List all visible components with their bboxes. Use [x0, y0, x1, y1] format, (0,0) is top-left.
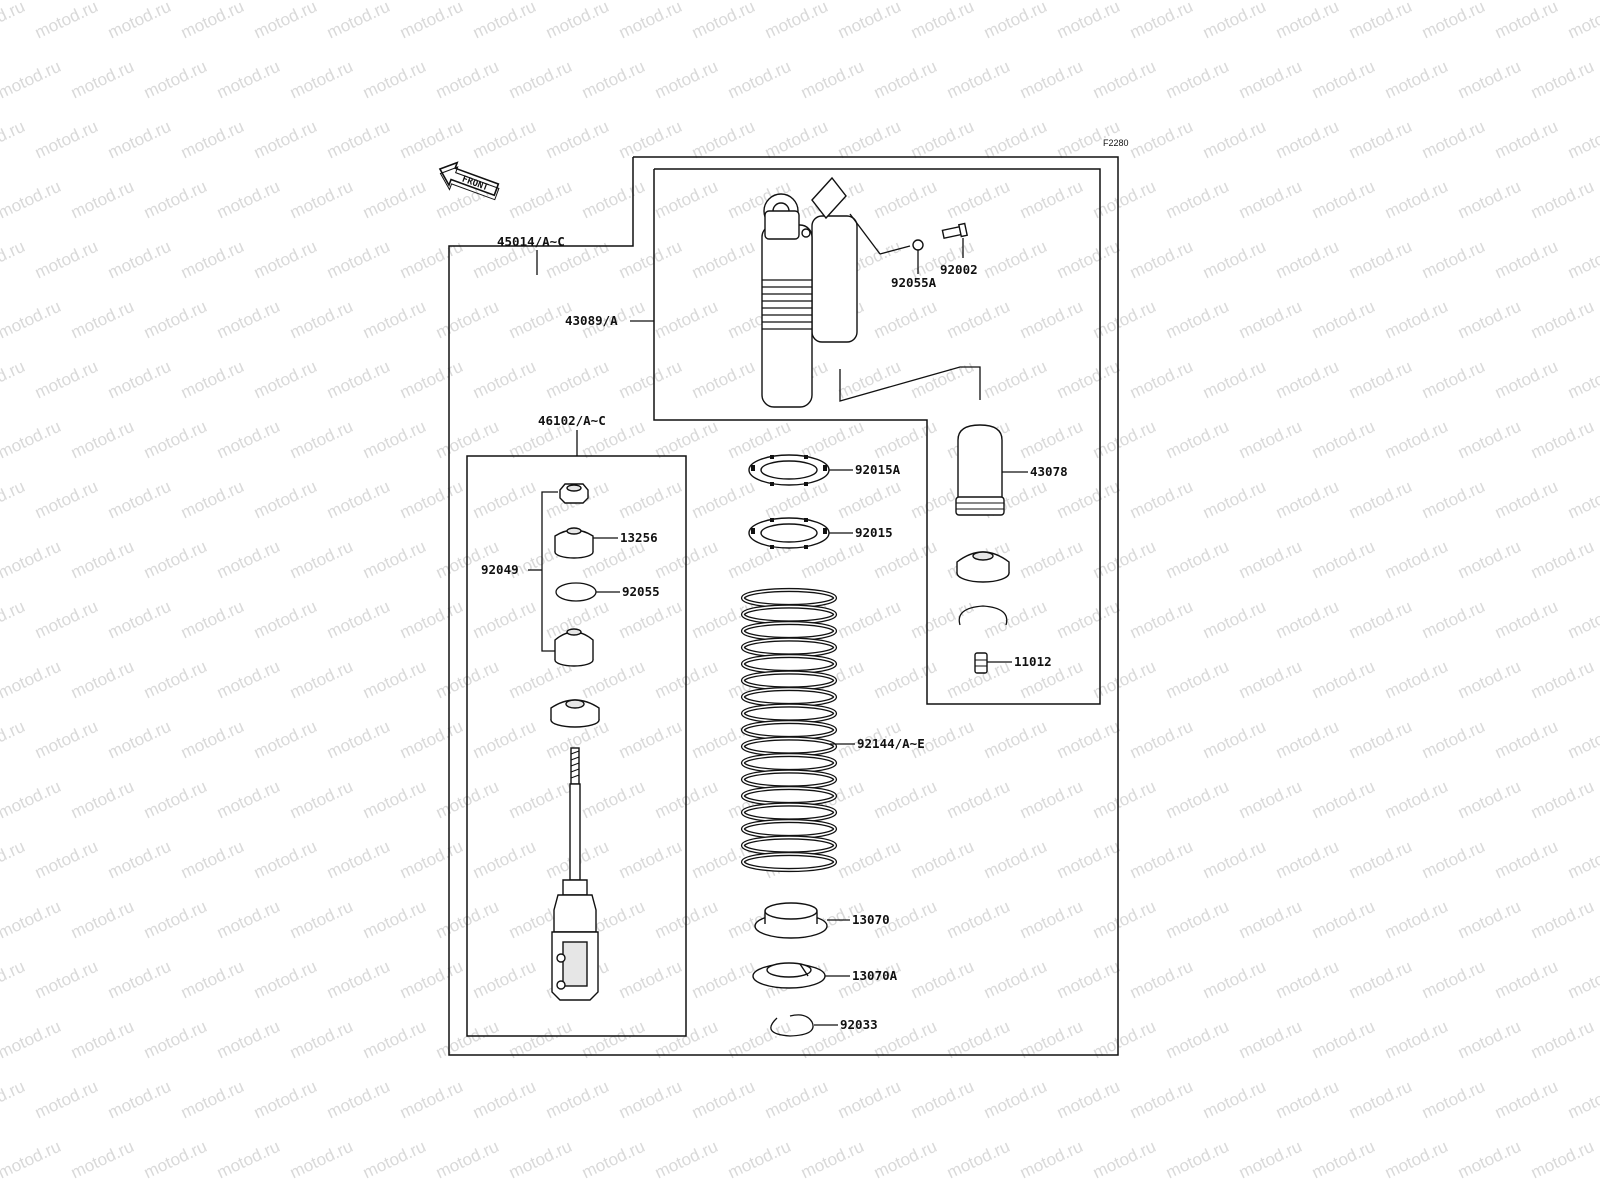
figure-code: F2280: [1103, 138, 1129, 148]
part-lower-bushing: [554, 628, 594, 667]
shock-unit-border: [653, 168, 1101, 705]
label-seat: 13070: [852, 912, 890, 927]
label-bladder: 43078: [1030, 464, 1068, 479]
label-spring: 92144/A~E: [857, 736, 925, 751]
label-assembly: 45014/A~C: [497, 234, 565, 249]
part-valve: [974, 652, 988, 674]
part-seat-a: [752, 962, 826, 989]
part-bladder: [955, 424, 1005, 516]
label-bushing-set: 92049: [481, 562, 519, 577]
part-spring: [740, 587, 838, 873]
part-clip-right: [958, 605, 1008, 626]
part-nut-lower: [748, 517, 830, 549]
label-nut-lower: 92015: [855, 525, 893, 540]
part-bladder-cap: [956, 551, 1010, 583]
label-valve-screw: 92002: [940, 262, 978, 277]
spring-coil-highlight: [742, 853, 836, 871]
part-stopper: [550, 699, 600, 728]
label-bushing: 13256: [620, 530, 658, 545]
part-small-nut: [559, 483, 589, 504]
part-oring-small: [912, 239, 924, 251]
part-seat: [754, 902, 828, 939]
part-bushing: [554, 527, 594, 559]
label-nut-upper: 92015A: [855, 462, 901, 477]
label-seat-a: 13070A: [852, 968, 898, 983]
label-rod-assembly: 46102/A~C: [538, 413, 606, 428]
label-valve: 11012: [1014, 654, 1052, 669]
part-valve-screw: [941, 222, 969, 240]
label-shock-unit: 43089/A: [565, 313, 618, 328]
label-oring: 92055: [622, 584, 660, 599]
shock-body: [761, 176, 858, 408]
part-oring: [555, 582, 597, 602]
label-oring-small: 92055A: [891, 275, 937, 290]
part-nut-upper: [748, 454, 830, 486]
part-piston-rod: [551, 747, 599, 1001]
assembly-border: [448, 156, 1119, 1056]
label-circlip: 92033: [840, 1017, 878, 1032]
part-circlip: [770, 1014, 814, 1037]
front-arrow-icon: FRONT: [438, 161, 500, 201]
